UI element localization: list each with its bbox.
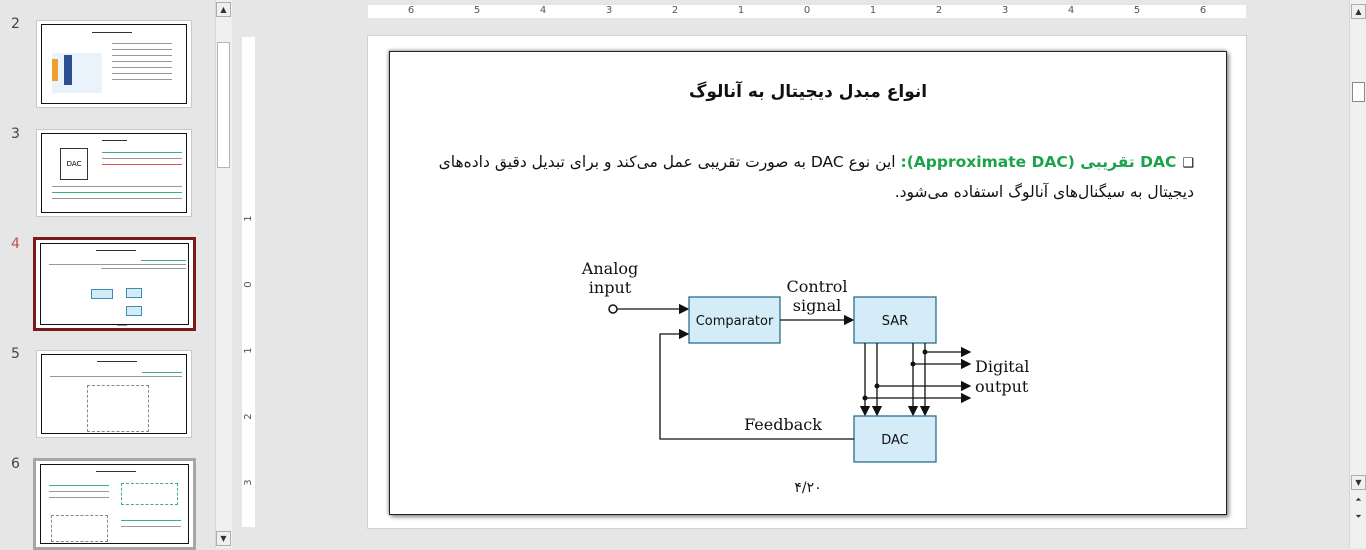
- slide-thumbnail-pane: 2 3 DAC 4: [0, 0, 215, 550]
- analog-input-label-2: input: [589, 278, 632, 297]
- ruler-label: 6: [407, 5, 415, 16]
- dac-block: [853, 415, 937, 463]
- ruler-label: 4: [539, 5, 547, 16]
- ruler-label: 3: [1001, 5, 1009, 16]
- slide-thumbnail-6[interactable]: [33, 458, 196, 550]
- comparator-label: Comparator: [696, 314, 774, 329]
- thumbnail-scrollbar[interactable]: ▲ ▼: [215, 0, 232, 548]
- ruler-label: 0: [803, 5, 811, 16]
- next-slide-icon[interactable]: ⏷: [1351, 510, 1366, 525]
- ruler-label: 4: [1067, 5, 1075, 16]
- slide-bullet[interactable]: ❑ DAC تقریبی (Approximate DAC): این نوع D…: [420, 148, 1194, 207]
- slide-title[interactable]: انواع مبدل دیجیتال به آنالوگ: [688, 82, 928, 102]
- bullet-text: این نوع DAC به صورت تقریبی عمل می‌کند و …: [438, 153, 1194, 201]
- vertical-ruler: 1 0 1 2 3: [242, 37, 255, 527]
- ruler-label: 2: [243, 413, 254, 420]
- ruler-label: 5: [1133, 5, 1141, 16]
- thumb-number-3: 3: [11, 126, 20, 142]
- ruler-label: 1: [243, 347, 254, 354]
- thumbnail-scrollbar-thumb[interactable]: [217, 42, 230, 168]
- thumb-number-2: 2: [11, 16, 20, 32]
- dac-label: DAC: [881, 433, 909, 448]
- sar-label: SAR: [882, 314, 908, 329]
- ruler-label: 2: [935, 5, 943, 16]
- ruler-label: 2: [671, 5, 679, 16]
- ruler-label: 1: [737, 5, 745, 16]
- slide-thumbnail-2[interactable]: [36, 20, 192, 108]
- ruler-label: 1: [869, 5, 877, 16]
- editor-scrollbar[interactable]: ▲ ▼ ⏶ ⏷: [1349, 0, 1366, 548]
- thumb-number-5: 5: [11, 346, 20, 362]
- editor-scroll-down-button[interactable]: ▼: [1351, 475, 1366, 490]
- ruler-label: 6: [1199, 5, 1207, 16]
- thumb-number-4: 4: [11, 236, 20, 252]
- slide-thumbnail-4[interactable]: [33, 237, 196, 331]
- previous-slide-icon[interactable]: ⏶: [1351, 493, 1366, 508]
- ruler-label: 3: [243, 479, 254, 486]
- digital-output-label-1: Digital: [975, 357, 1029, 376]
- horizontal-ruler: 6 5 4 3 2 1 0 1 2 3 4 5 6: [368, 5, 1246, 18]
- checkbox-bullet-icon: ❑: [1182, 156, 1194, 171]
- editor-scrollbar-thumb[interactable]: [1352, 82, 1365, 102]
- current-slide[interactable]: انواع مبدل دیجیتال به آنالوگ ❑ DAC تقریبی…: [389, 51, 1227, 515]
- ruler-label: 5: [473, 5, 481, 16]
- feedback-label: Feedback: [744, 415, 822, 434]
- ruler-label: 3: [605, 5, 613, 16]
- ruler-label: 0: [243, 281, 254, 288]
- comparator-block: [688, 296, 781, 344]
- editor-scroll-up-button[interactable]: ▲: [1351, 4, 1366, 19]
- sar-dac-diagram: Analog input Comparator Control signal S…: [581, 259, 1029, 463]
- input-terminal-icon: [608, 304, 618, 314]
- slide-thumbnail-5[interactable]: [36, 350, 192, 438]
- slide-thumbnail-3[interactable]: DAC: [36, 129, 192, 217]
- ruler-label: 1: [243, 215, 254, 222]
- bullet-term: DAC تقریبی (Approximate DAC):: [900, 153, 1177, 171]
- scroll-up-button[interactable]: ▲: [216, 2, 231, 17]
- analog-input-label-1: Analog: [581, 259, 638, 278]
- scroll-down-button[interactable]: ▼: [216, 531, 231, 546]
- digital-output-label-2: output: [975, 377, 1029, 396]
- thumb-number-6: 6: [11, 456, 20, 472]
- control-signal-label-2: signal: [793, 296, 842, 315]
- sar-block: [853, 296, 937, 344]
- slide-page-number: ۴/۲۰: [794, 480, 822, 496]
- control-signal-label-1: Control: [786, 277, 847, 296]
